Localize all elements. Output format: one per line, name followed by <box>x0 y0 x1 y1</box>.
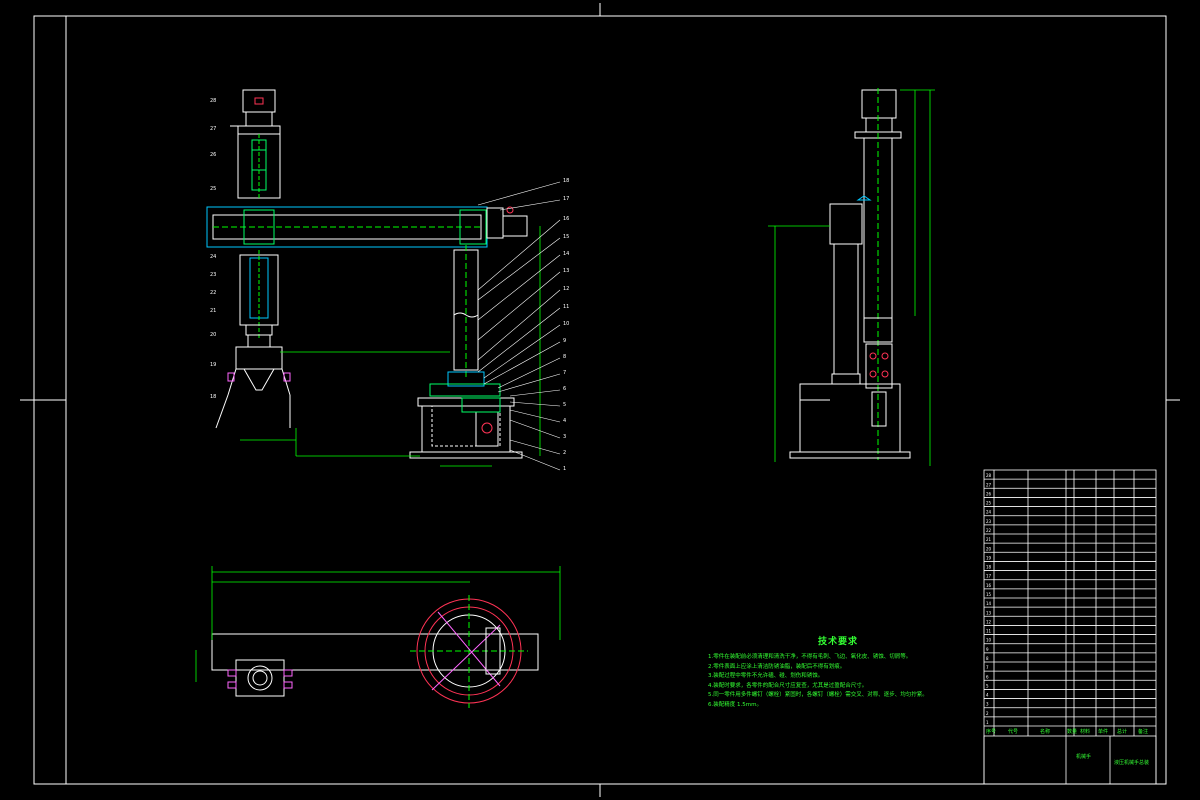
svg-text:17: 17 <box>563 196 569 202</box>
bom-row-number: 1 <box>986 720 989 725</box>
bom-table-rows: 2827262524232221201918171615141312111098… <box>984 473 1156 727</box>
drawing-frame <box>20 3 1180 797</box>
bom-row-number: 15 <box>986 592 992 597</box>
bom-row-number: 28 <box>986 473 992 478</box>
bom-row-number: 21 <box>986 537 992 542</box>
svg-text:5: 5 <box>563 402 566 408</box>
note-line: 1.零件在装配前必须清理和清洗干净，不得有毛刺、飞边、氧化皮、锈蚀、切屑等。 <box>708 654 912 660</box>
bom-row-number: 8 <box>986 656 989 661</box>
svg-text:26: 26 <box>210 152 216 158</box>
note-line: 4.装配时要求，各零件的配合尺寸应复查，尤其是过盈配合尺寸。 <box>708 682 868 689</box>
svg-text:12: 12 <box>563 286 569 292</box>
header-col-4: 数量 <box>1067 728 1077 735</box>
note-line: 6.装配精度 1.5mm。 <box>708 701 762 708</box>
svg-text:25: 25 <box>210 186 216 192</box>
header-col-7: 总计 <box>1117 728 1127 735</box>
bom-row-number: 17 <box>986 574 992 579</box>
title-drawing-name-right: 液压机械手总装 <box>1114 759 1149 766</box>
bom-row-number: 14 <box>986 601 992 606</box>
svg-text:3: 3 <box>563 434 566 440</box>
svg-text:13: 13 <box>563 268 569 274</box>
svg-text:21: 21 <box>210 308 216 314</box>
header-col-3: 名称 <box>1040 728 1050 735</box>
top-view <box>195 566 561 708</box>
svg-text:9: 9 <box>563 338 566 344</box>
svg-text:11: 11 <box>563 304 569 310</box>
bom-row-number: 24 <box>986 510 992 515</box>
svg-text:20: 20 <box>210 332 216 338</box>
svg-text:8: 8 <box>563 354 566 360</box>
note-line: 3.装配过程中零件不允许磕、碰、划伤和锈蚀。 <box>708 673 824 680</box>
bom-row-number: 23 <box>986 519 992 524</box>
svg-text:6: 6 <box>563 386 566 392</box>
header-col-5: 材料 <box>1080 728 1090 735</box>
bom-row-number: 6 <box>986 674 989 679</box>
svg-text:2: 2 <box>563 450 566 456</box>
bom-row-number: 20 <box>986 546 992 551</box>
bom-row-number: 4 <box>986 693 989 698</box>
technical-requirements: 技术要求 1.零件在装配前必须清理和清洗干净，不得有毛刺、飞边、氧化皮、锈蚀、切… <box>708 634 968 711</box>
svg-text:22: 22 <box>210 290 216 296</box>
bom-row-number: 7 <box>986 665 989 670</box>
bom-row-number: 12 <box>986 619 992 624</box>
bom-row-number: 3 <box>986 702 989 707</box>
header-col-1: 序号 <box>986 728 996 735</box>
bom-row-number: 2 <box>986 711 989 716</box>
bom-row-number: 9 <box>986 647 989 652</box>
bom-row-number: 25 <box>986 501 992 506</box>
svg-text:1: 1 <box>563 466 566 472</box>
header-col-6: 单件 <box>1098 728 1108 735</box>
bom-row-number: 10 <box>986 638 992 643</box>
svg-text:14: 14 <box>563 251 569 257</box>
svg-text:15: 15 <box>563 234 569 240</box>
svg-text:28: 28 <box>210 98 216 104</box>
svg-text:18: 18 <box>563 178 569 184</box>
svg-text:4: 4 <box>563 418 566 424</box>
side-view <box>768 88 935 466</box>
bom-row-number: 13 <box>986 610 992 615</box>
bom-row-number: 27 <box>986 482 992 487</box>
front-view <box>206 89 561 471</box>
bom-row-number: 26 <box>986 491 992 496</box>
svg-text:19: 19 <box>210 362 216 368</box>
svg-text:23: 23 <box>210 272 216 278</box>
bom-row-number: 16 <box>986 583 992 588</box>
title-block-text: 机械手 液压机械手总装 序号 代号 名称 数量 材料 单件 总计 备注 <box>986 728 1149 766</box>
svg-text:16: 16 <box>563 216 569 222</box>
title-drawing-name: 机械手 <box>1076 753 1091 760</box>
note-line: 2.零件表面上应涂上清洁防锈油脂，装配后不得有划痕。 <box>708 663 846 670</box>
notes-title: 技术要求 <box>817 637 858 647</box>
bom-row-number: 19 <box>986 555 992 560</box>
svg-text:27: 27 <box>210 126 216 132</box>
bom-row-number: 22 <box>986 528 992 533</box>
bom-row-number: 5 <box>986 683 989 688</box>
svg-text:10: 10 <box>563 321 569 327</box>
header-col-2: 代号 <box>1008 728 1018 735</box>
bom-row-number: 11 <box>986 629 992 634</box>
header-col-8: 备注 <box>1138 728 1148 735</box>
svg-text:18: 18 <box>210 394 216 400</box>
bom-row-number: 18 <box>986 565 992 570</box>
svg-text:24: 24 <box>210 254 216 260</box>
title-block: 2827262524232221201918171615141312111098… <box>983 469 1157 785</box>
note-line: 5.同一零件用多件螺钉（螺栓）紧固时，各螺钉（螺栓）需交叉、对称、逐步、均匀拧紧… <box>708 692 928 699</box>
svg-text:7: 7 <box>563 370 566 376</box>
